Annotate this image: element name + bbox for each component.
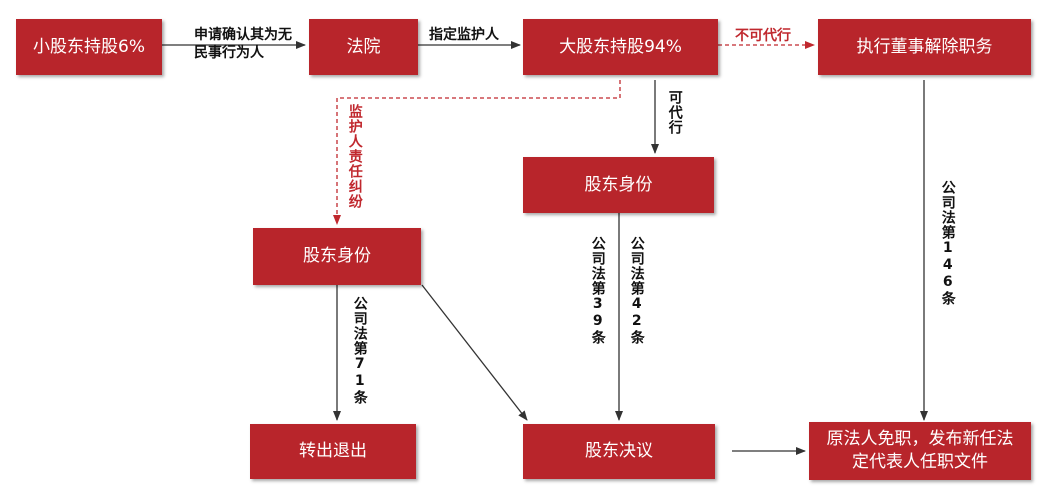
shareholder-resolution-box: 股东决议: [523, 424, 715, 479]
law-42-label: 公司法第42条: [628, 236, 645, 345]
majority-shareholder-box: 大股东持股94%: [523, 19, 718, 75]
apply-label: 申请确认其为无民事行为人: [194, 27, 292, 62]
cannot-act-label: 不可代行: [735, 28, 791, 44]
documents-box: 原法人免职，发布新任法定代表人任职文件: [809, 422, 1031, 480]
guardian-dispute-label: 监护人责任纠纷: [346, 104, 363, 209]
appoint-guardian-label: 指定监护人: [429, 27, 499, 43]
shareholder-identity-right-box: 股东身份: [523, 157, 714, 213]
transfer-exit-box: 转出退出: [250, 424, 416, 479]
can-act-label: 可代行: [666, 90, 683, 135]
shareholder-identity-left-box: 股东身份: [253, 228, 421, 285]
law-71-label: 公司法第71条: [351, 296, 368, 405]
arrow-majority-to-identity-left: [333, 80, 621, 225]
arrow-identity-left-to-resolution: [421, 284, 528, 421]
law-39-label: 公司法第39条: [589, 236, 606, 345]
law-146-label: 公司法第146条: [939, 180, 956, 306]
exec-director-dismissal-box: 执行董事解除职务: [818, 19, 1031, 75]
court-box: 法院: [309, 19, 418, 75]
minority-shareholder-box: 小股东持股6%: [16, 19, 162, 75]
